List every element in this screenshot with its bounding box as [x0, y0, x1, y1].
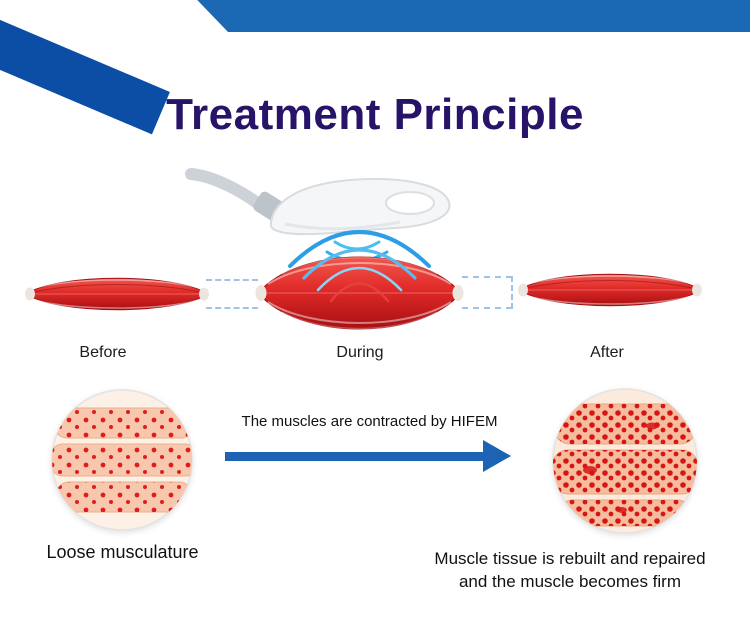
connector-dashed-line: [206, 307, 258, 309]
loose-musculature-label: Loose musculature: [46, 542, 199, 562]
relaxed-muscle-before-illustration: [25, 276, 209, 312]
process-caption: The muscles are contracted by HIFEM: [241, 413, 498, 430]
penetrating-waves-icon: [288, 230, 431, 303]
relaxed-muscle-after-illustration: [518, 272, 702, 308]
firm-tissue-illustration: [552, 388, 698, 534]
connector-dashed-bracket: [511, 276, 513, 309]
during-label: During: [336, 344, 384, 361]
device-shade-line: [284, 220, 401, 231]
top-banner-bar: [197, 0, 750, 32]
contracted-muscle-during-illustration: [255, 230, 464, 330]
page-title: Treatment Principle: [166, 90, 584, 139]
device-handle-hole: [385, 191, 435, 215]
rebuilt-muscle-label-line2: and the muscle becomes firm: [458, 571, 682, 591]
rebuilt-muscle-label: Muscle tissue is rebuilt and repaired an…: [400, 548, 740, 594]
arrow-right-icon: [225, 452, 483, 461]
loose-tissue-illustration: [51, 389, 193, 531]
connector-dashed-line: [462, 307, 512, 309]
before-label: Before: [79, 344, 127, 361]
connector-dashed-line: [462, 276, 512, 278]
connector-dashed-line: [206, 279, 258, 281]
rebuilt-muscle-label-line1: Muscle tissue is rebuilt and repaired: [434, 549, 706, 568]
after-label: After: [590, 344, 624, 361]
arrow-right-head-icon: [483, 440, 511, 472]
